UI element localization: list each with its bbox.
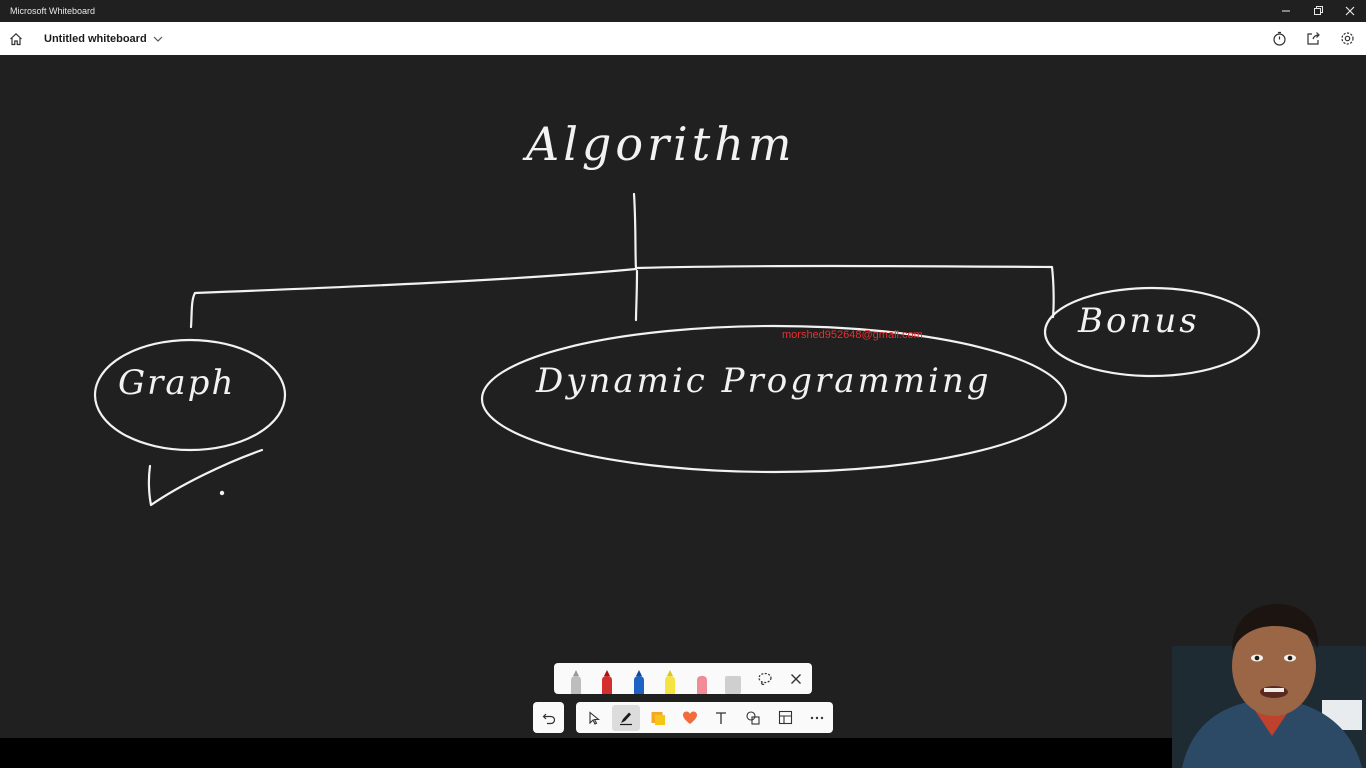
connector-middle-drop xyxy=(634,269,639,322)
close-icon xyxy=(1345,6,1355,16)
ruler-tool[interactable] xyxy=(718,663,750,694)
presenter-webcam xyxy=(1172,596,1366,768)
title-bar: Microsoft Whiteboard xyxy=(0,0,1366,22)
pen-icon xyxy=(619,712,632,725)
minimize-button[interactable] xyxy=(1270,0,1302,22)
check-mark-stroke xyxy=(147,448,264,507)
board-title-dropdown[interactable]: Untitled whiteboard xyxy=(32,33,163,45)
lasso-button[interactable] xyxy=(749,663,781,694)
close-window-button[interactable] xyxy=(1334,0,1366,22)
gear-icon xyxy=(1340,32,1354,45)
dp-node-outline xyxy=(480,324,1068,474)
share-icon xyxy=(1306,32,1320,45)
more-button[interactable] xyxy=(801,702,833,733)
home-button[interactable] xyxy=(0,22,32,55)
graph-node-outline xyxy=(93,338,287,452)
connector-right-bar xyxy=(634,264,1055,319)
settings-button[interactable] xyxy=(1332,24,1362,54)
window-controls xyxy=(1270,0,1366,22)
close-tray-button[interactable] xyxy=(781,663,813,694)
text-icon xyxy=(716,711,727,724)
blue-pen-tool[interactable] xyxy=(623,663,655,694)
shapes-tool[interactable] xyxy=(737,702,769,733)
templates-tool[interactable] xyxy=(769,702,801,733)
main-toolbar xyxy=(576,702,833,733)
restore-button[interactable] xyxy=(1302,0,1334,22)
bonus-node-outline xyxy=(1043,286,1261,378)
minimize-icon xyxy=(1282,10,1290,12)
whiteboard-canvas[interactable]: Algorithm Graph Dynamic Programming Bonu… xyxy=(0,55,1366,738)
timer-icon xyxy=(1272,31,1286,46)
pen-tool[interactable] xyxy=(611,704,640,731)
highlighter-tool[interactable] xyxy=(655,663,687,694)
header-actions xyxy=(1264,22,1362,55)
share-button[interactable] xyxy=(1298,24,1328,54)
sticky-note-icon xyxy=(651,711,665,725)
select-tool[interactable] xyxy=(578,702,610,733)
connector-root-trunk xyxy=(632,192,638,271)
more-icon xyxy=(810,716,824,719)
root-label: Algorithm xyxy=(526,117,796,171)
pointer-icon xyxy=(589,710,600,725)
restore-icon xyxy=(1314,6,1323,15)
ink-strokes xyxy=(93,192,1261,507)
timer-button[interactable] xyxy=(1264,24,1294,54)
pink-pen-tool[interactable] xyxy=(686,663,718,694)
app-title: Microsoft Whiteboard xyxy=(10,6,96,16)
bonus-node-label: Bonus xyxy=(1078,301,1200,341)
shapes-icon xyxy=(746,710,760,725)
lasso-icon xyxy=(758,672,772,685)
templates-icon xyxy=(778,710,792,725)
board-title: Untitled whiteboard xyxy=(44,32,147,45)
pencil-tool[interactable] xyxy=(560,663,592,694)
reactions-tool[interactable] xyxy=(674,702,706,733)
presenter-avatar xyxy=(1172,596,1366,768)
app-header: Untitled whiteboard xyxy=(0,22,1366,55)
bottom-strip xyxy=(0,738,1366,768)
undo-button[interactable] xyxy=(533,702,564,733)
watermark-text: morshed952648@gmail.com xyxy=(782,329,923,341)
ink-dot xyxy=(219,490,225,496)
red-pen-tool[interactable] xyxy=(592,663,624,694)
chevron-down-icon xyxy=(153,36,163,42)
connector-horizontal-bar xyxy=(189,267,638,329)
heart-icon xyxy=(682,711,697,724)
undo-icon xyxy=(542,713,555,724)
close-icon xyxy=(791,673,802,684)
home-icon xyxy=(10,32,22,45)
graph-node-label: Graph xyxy=(118,363,236,403)
dp-node-label: Dynamic Programming xyxy=(536,361,992,401)
pen-tray xyxy=(554,663,812,694)
text-tool[interactable] xyxy=(706,702,738,733)
sticky-note-tool[interactable] xyxy=(642,702,674,733)
